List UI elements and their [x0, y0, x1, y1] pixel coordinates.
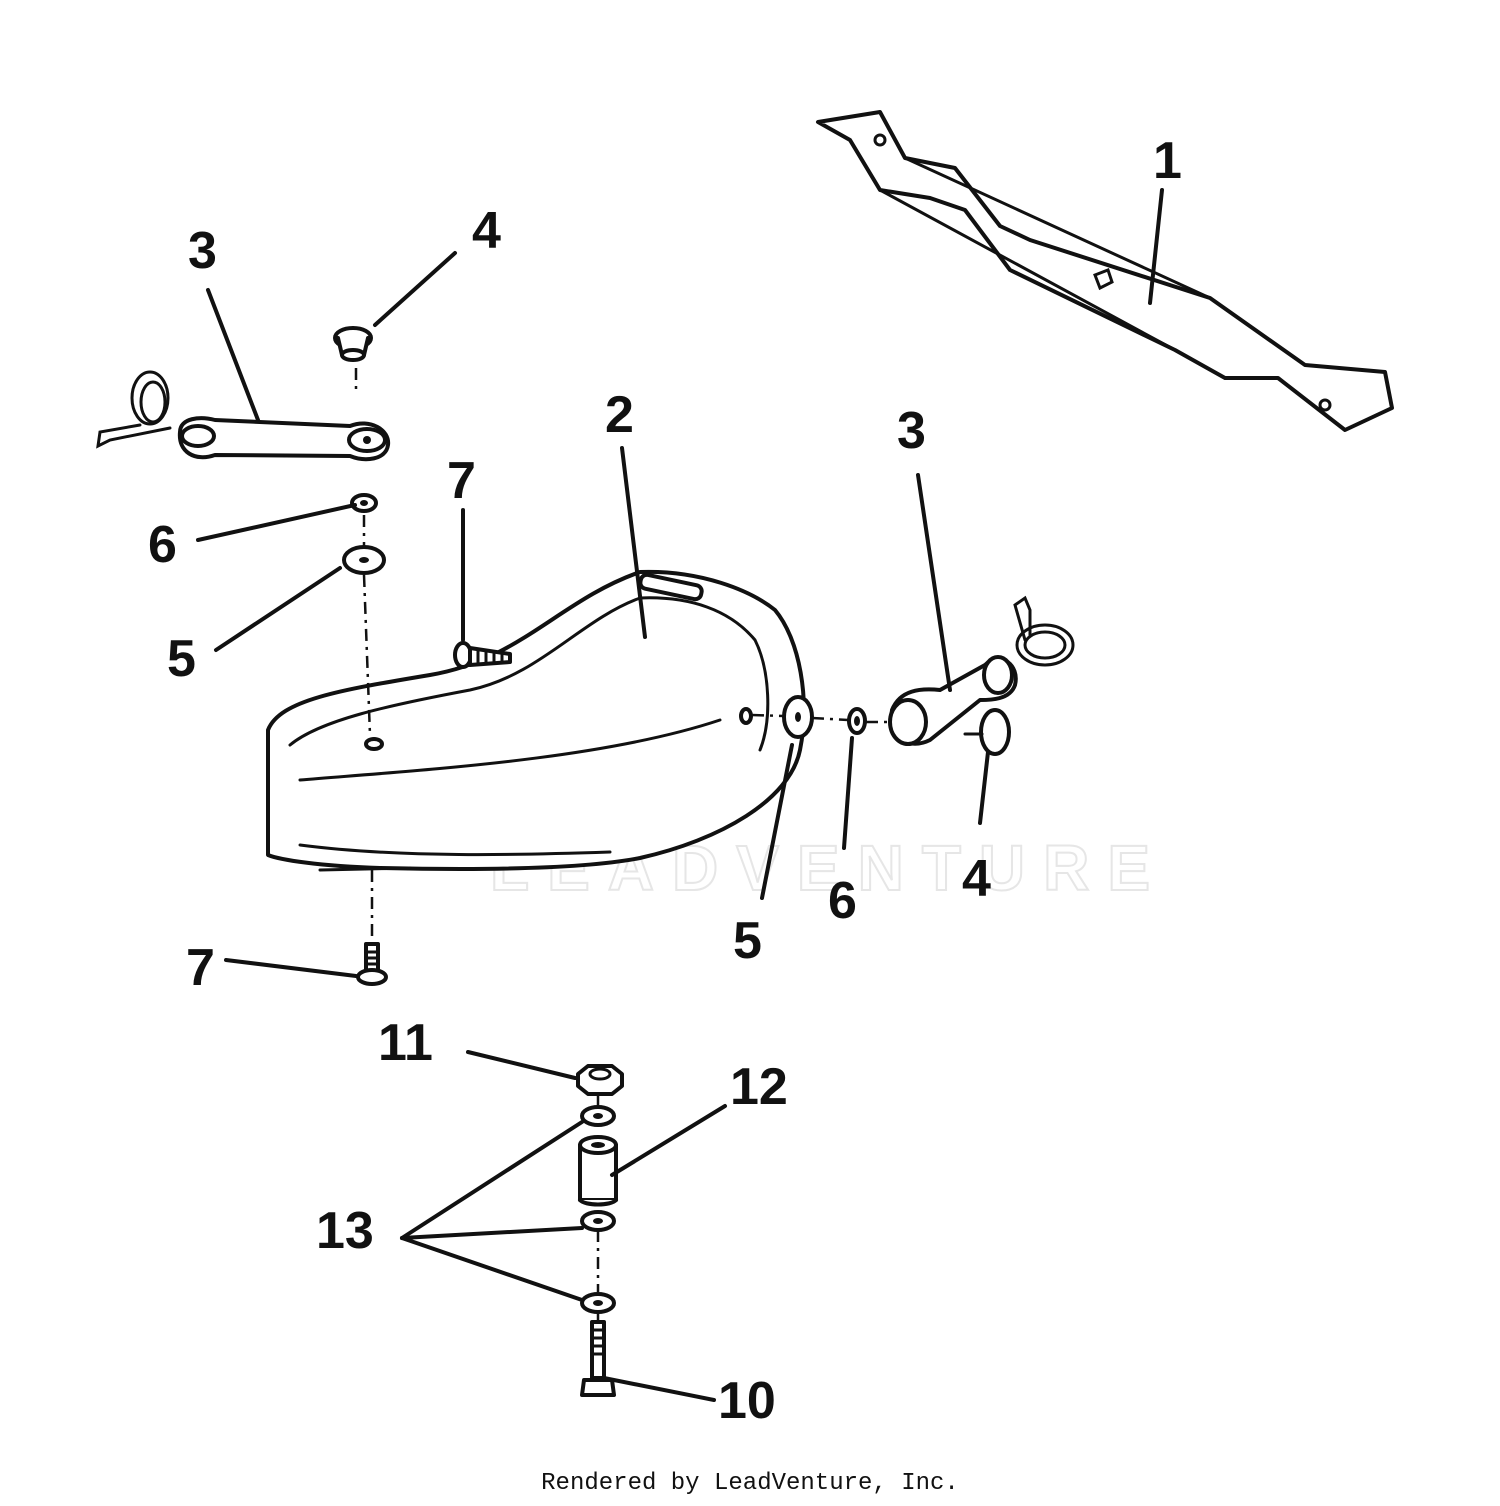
nut-left-part[interactable] — [333, 326, 373, 362]
centerline-right — [751, 713, 890, 724]
callout-7-lower: 7 — [186, 939, 215, 997]
blade-part[interactable] — [816, 110, 1394, 432]
callout-12: 12 — [730, 1058, 788, 1116]
callout-10: 10 — [718, 1372, 776, 1430]
callout-4-right: 4 — [962, 850, 991, 908]
callout-3-right: 3 — [897, 402, 926, 460]
hex-nut-part[interactable] — [576, 1064, 624, 1096]
spacer-part[interactable] — [578, 1135, 618, 1207]
callout-13: 13 — [316, 1202, 374, 1260]
washer-left-part[interactable] — [342, 545, 386, 575]
washer-right-part[interactable] — [782, 695, 814, 739]
washer-13-bottom-part[interactable] — [580, 1292, 616, 1314]
bolt-part[interactable] — [580, 1320, 616, 1397]
callout-6-right: 6 — [828, 872, 857, 930]
callout-5-left: 5 — [167, 630, 196, 688]
callout-7-upper: 7 — [447, 452, 476, 510]
lock-washer-left-part[interactable] — [350, 493, 378, 513]
callout-11: 11 — [378, 1014, 433, 1072]
idler-arm-right-part[interactable] — [888, 595, 1075, 746]
nut-right-part[interactable] — [963, 708, 1011, 756]
callout-2-blade-guard: 2 — [605, 386, 634, 444]
screw-lower-part[interactable] — [356, 942, 388, 986]
washer-13-mid-part[interactable] — [580, 1210, 616, 1232]
washer-13-top-part[interactable] — [580, 1105, 616, 1127]
screw-upper-part[interactable] — [453, 641, 512, 669]
rendered-by-footer: Rendered by LeadVenture, Inc. — [541, 1470, 959, 1497]
callout-3-left: 3 — [188, 222, 217, 280]
callout-5-right: 5 — [733, 912, 762, 970]
leader-lines — [196, 188, 1164, 1402]
idler-arm-left-part[interactable] — [96, 370, 391, 462]
blade-guard-part[interactable] — [266, 569, 806, 872]
lock-washer-right-part[interactable] — [847, 707, 867, 735]
callout-4-left: 4 — [472, 202, 501, 260]
centerline-left — [354, 368, 372, 736]
callout-1: 1 — [1153, 132, 1182, 190]
callout-6-left: 6 — [148, 516, 177, 574]
